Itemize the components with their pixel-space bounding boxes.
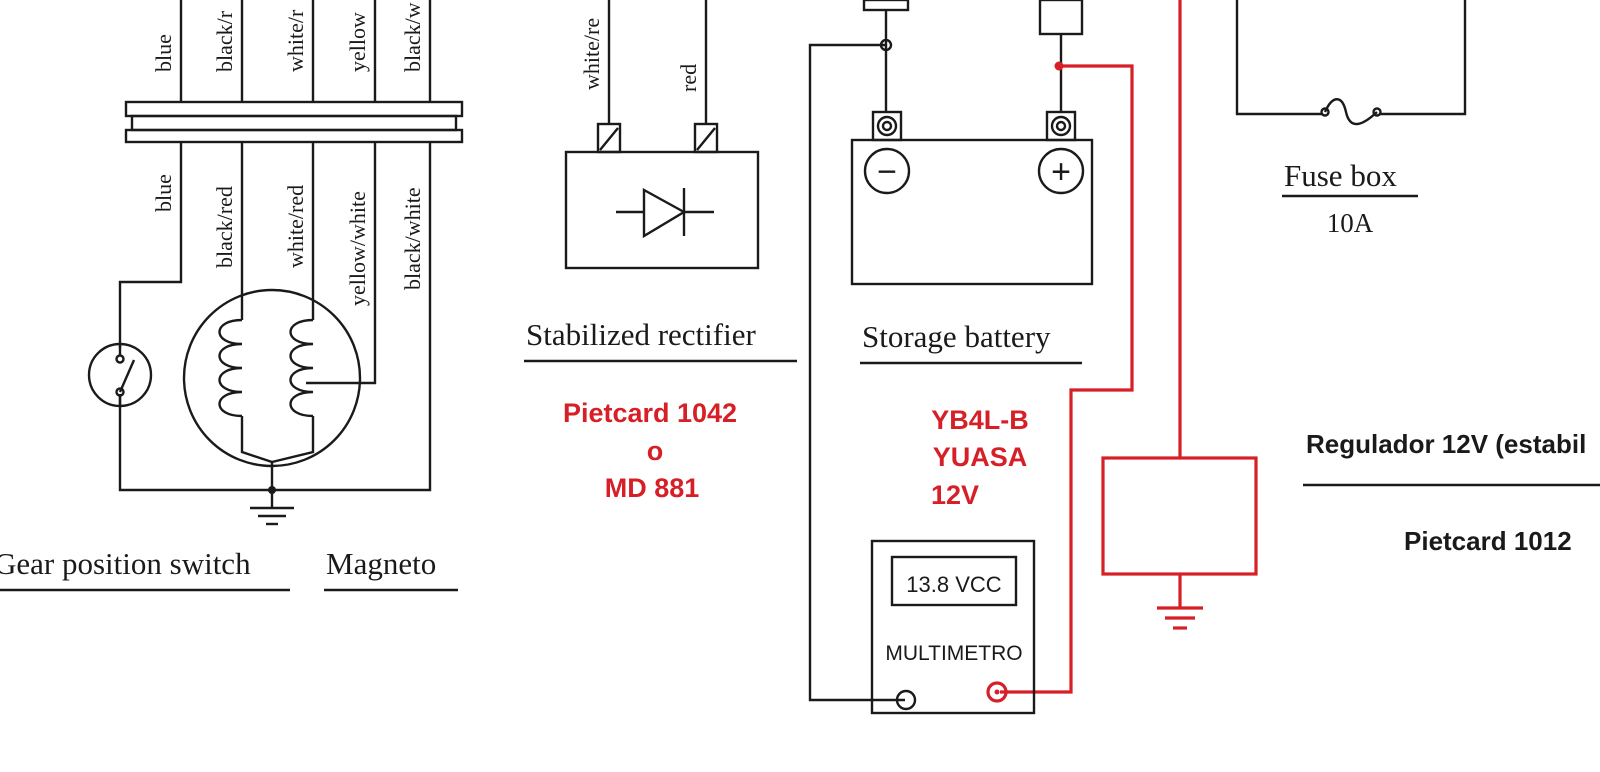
rectifier-model-annotation: Pietcard 1042 o MD 881 (563, 398, 737, 503)
multimeter-red-lead (1000, 64, 1134, 694)
caption-magneto: Magneto (326, 546, 436, 581)
caption-stabilized-rectifier: Stabilized rectifier (526, 317, 756, 352)
wire-label-blue-upper: blue (151, 34, 176, 72)
rectifier-wire-labels: white/re red (579, 18, 701, 92)
wire-label-black-red-upper: black/r (212, 10, 237, 72)
wire-label-blue-lower: blue (151, 174, 176, 212)
multimeter-black-lead (808, 43, 905, 702)
wire-label-black-white-lower: black/white (400, 187, 425, 290)
battery-negative-symbol: − (877, 153, 897, 191)
upper-wires (179, 0, 432, 102)
battery-model-line-2: YUASA (933, 442, 1028, 472)
wire-label-white-red-lower: white/red (283, 185, 308, 268)
regulator-title: Regulador 12V (estabil (1306, 429, 1586, 459)
battery-top-terminals (862, 0, 1084, 112)
wire-label-black-red-lower: black/red (212, 186, 237, 268)
connector-block (124, 100, 464, 144)
rectifier-model-line-2: o (647, 436, 664, 466)
wire-label-white-red-upper: white/r (283, 9, 308, 72)
battery-positive-symbol: + (1051, 153, 1071, 191)
battery-model-annotation: YB4L-B YUASA 12V (931, 405, 1029, 510)
lower-wire-labels: blue black/red white/red yellow/white bl… (151, 174, 425, 306)
multimeter (870, 539, 1036, 715)
magneto-icon (182, 288, 362, 490)
caption-storage-battery: Storage battery (862, 319, 1051, 354)
rectifier-wires (607, 0, 708, 124)
wire-label-white-red-rectifier: white/re (579, 18, 604, 90)
upper-wire-labels: blue black/r white/r yellow black/w (151, 2, 425, 72)
battery-model-line-1: YB4L-B (931, 405, 1029, 435)
multimeter-display: 13.8 VCC (906, 572, 1001, 597)
regulator-model: Pietcard 1012 (1404, 526, 1572, 556)
wire-label-yellow-upper: yellow (345, 12, 370, 72)
wire-label-yellow-white-lower: yellow/white (345, 191, 370, 306)
ground-icon-left (250, 486, 294, 526)
multimeter-label: MULTIMETRO (885, 642, 1022, 665)
battery-icon (850, 110, 1094, 286)
fuse-rating: 10A (1327, 208, 1374, 238)
rectifier-model-line-1: Pietcard 1042 (563, 398, 737, 428)
rectifier-icon (564, 122, 760, 270)
rectifier-model-line-3: MD 881 (605, 473, 700, 503)
caption-gear-position-switch: Gear position switch (0, 546, 251, 581)
gear-switch-icon (87, 342, 153, 408)
wire-label-red-rectifier: red (676, 64, 701, 92)
wire-label-black-white-upper: black/w (400, 2, 425, 72)
battery-model-line-3: 12V (931, 480, 979, 510)
caption-fuse-box: Fuse box (1284, 158, 1397, 193)
regulator-icon (1101, 0, 1258, 630)
fuse-box-icon (1235, 0, 1467, 126)
